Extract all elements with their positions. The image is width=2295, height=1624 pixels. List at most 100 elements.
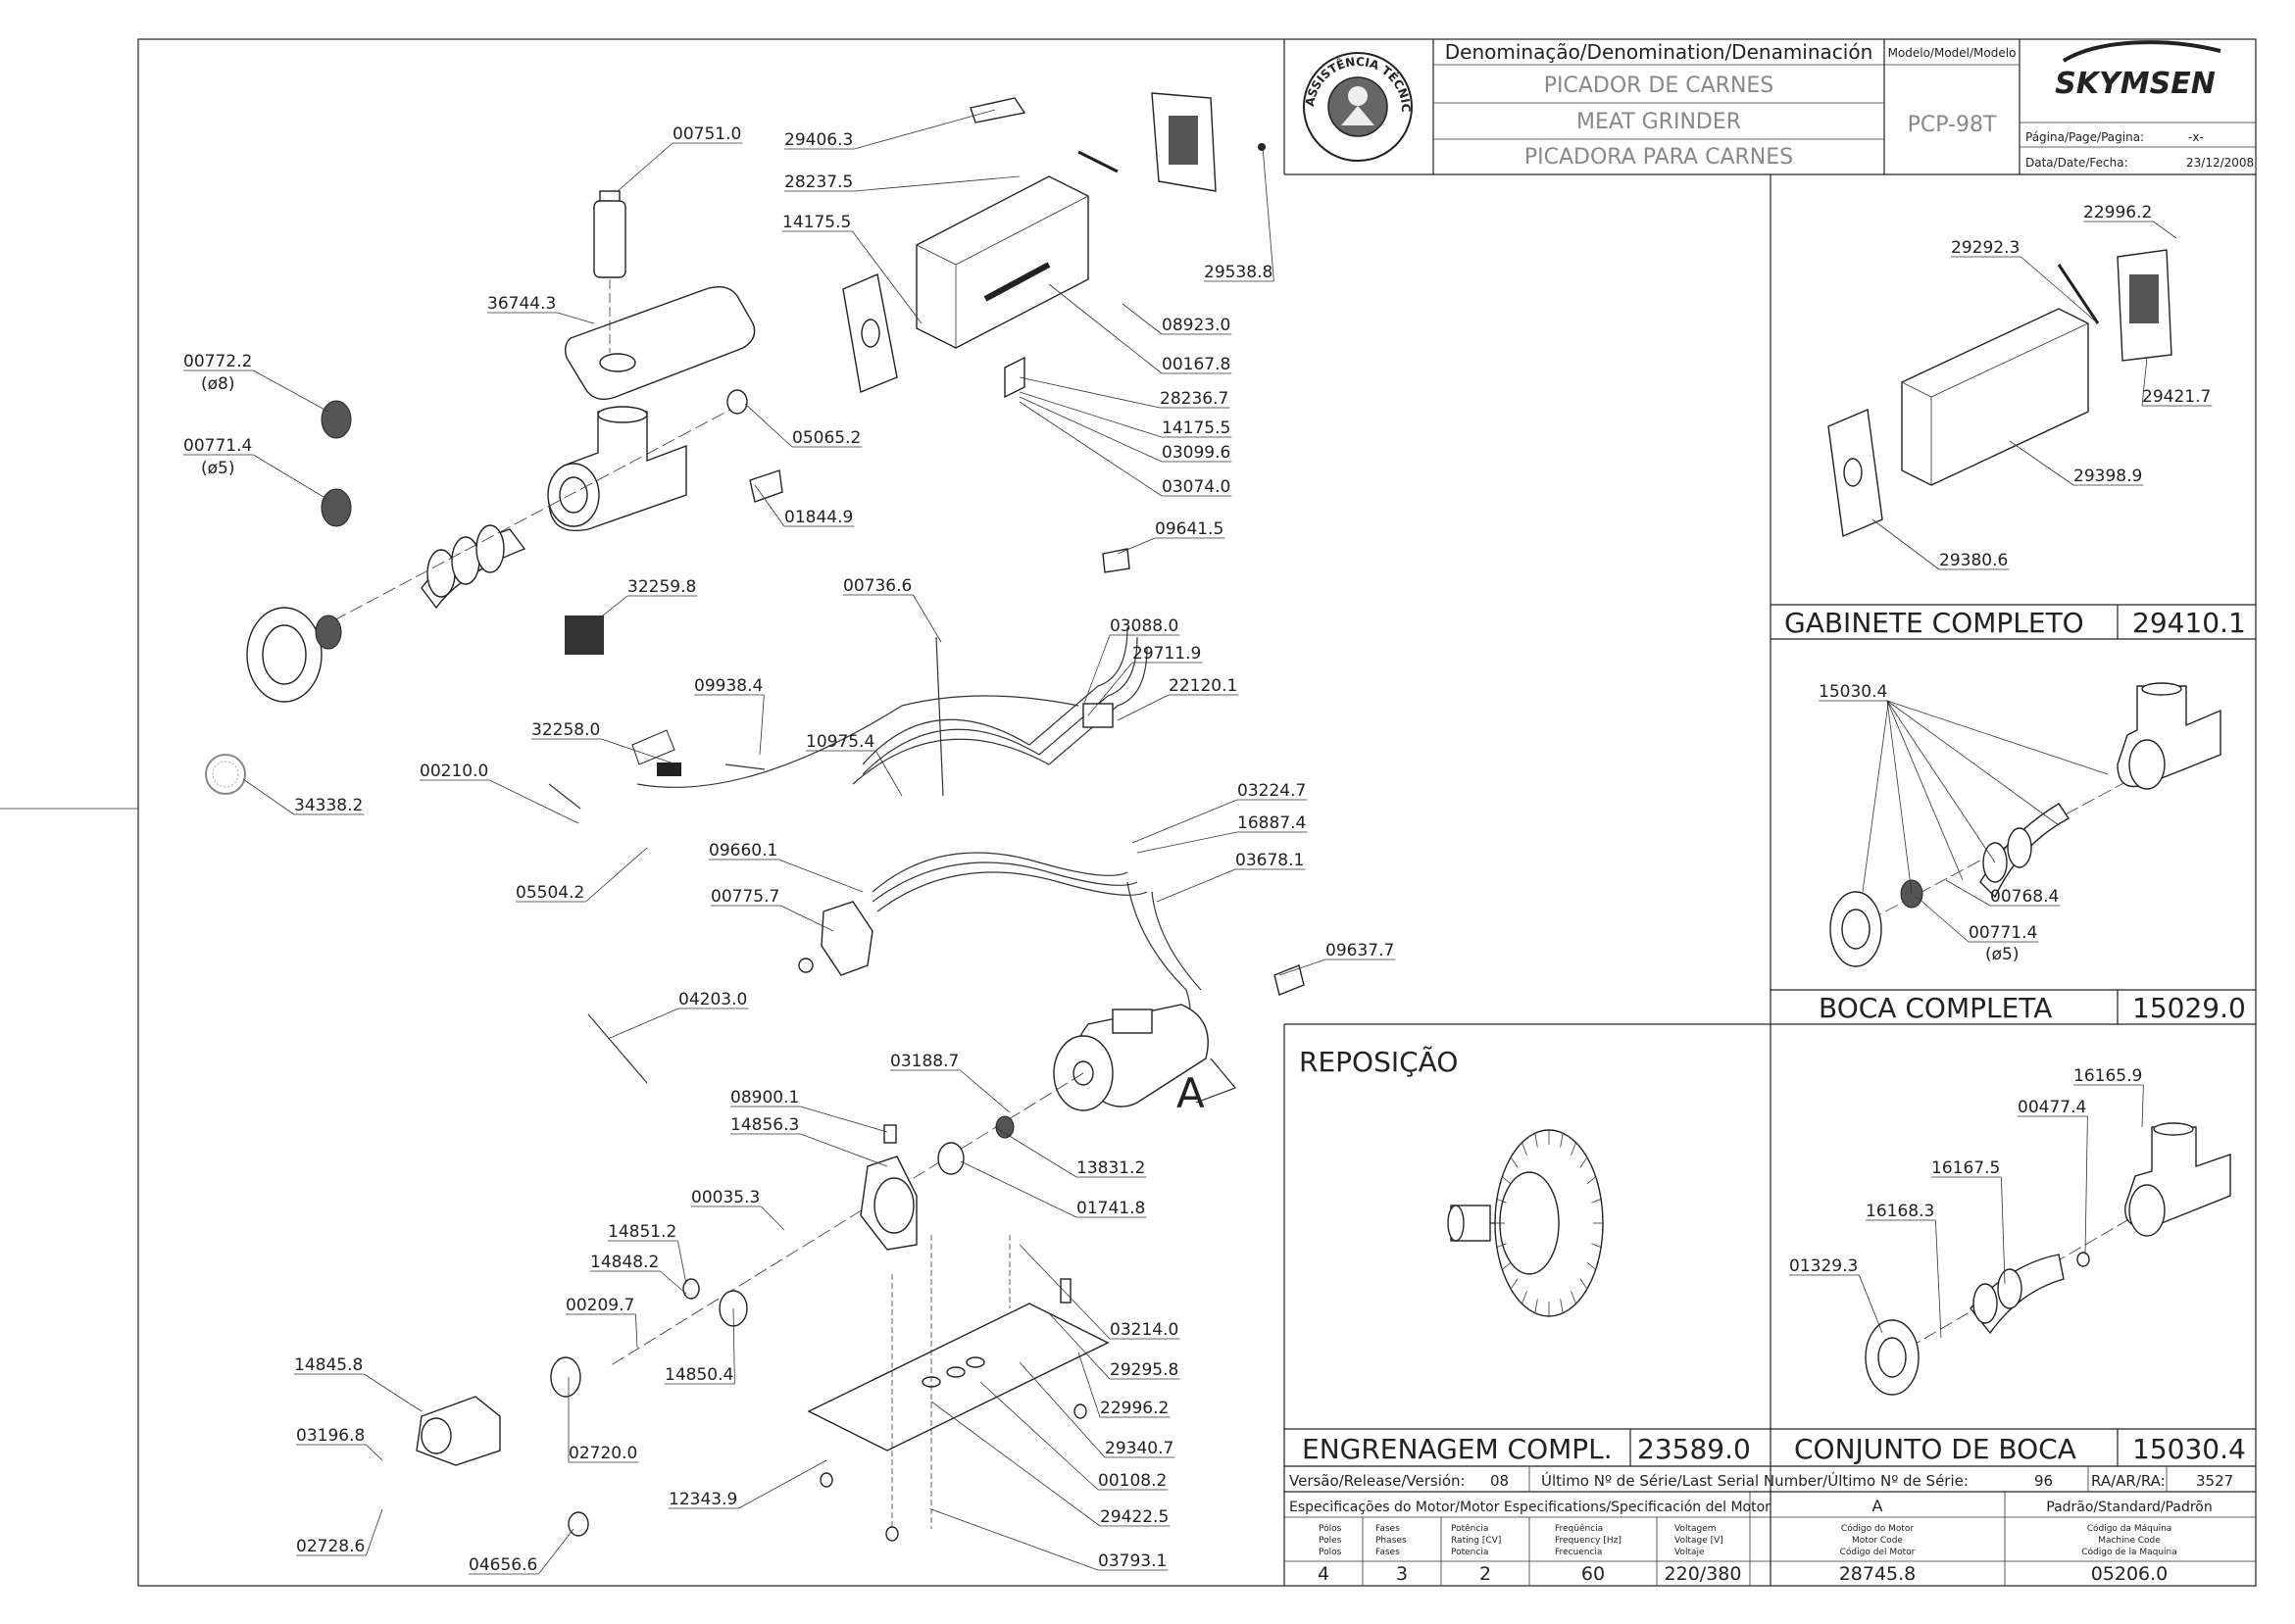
header-machine-code-pt: Código da Máquina (2087, 1523, 2172, 1534)
set-part-leader-line (1859, 1274, 1883, 1334)
ra-value: 3527 (2196, 1472, 2233, 1490)
part-label: 32259.8 (627, 577, 696, 597)
gear-tooth (1502, 1176, 1512, 1185)
mouth-fan-leader-line (1886, 700, 2060, 826)
mouth-part-label: 00768.4 (1990, 887, 2059, 907)
mouth-part-leader-line (1916, 896, 1970, 943)
grinding-plate-5-icon (321, 488, 352, 527)
part-leader-line (677, 1240, 687, 1285)
part-label: 14175.5 (1162, 418, 1230, 438)
mouth-set-code: 15030.4 (2132, 1433, 2246, 1465)
header-voltage-pt: Voltagem (1674, 1524, 1717, 1534)
part-leader-line (759, 694, 765, 756)
part-leader-line (778, 859, 864, 893)
gear-tooth (1560, 1133, 1564, 1148)
part-label: 03074.0 (1162, 477, 1230, 497)
part-label: 32258.0 (531, 720, 600, 740)
gear-tooth (1571, 1142, 1576, 1156)
part-leader-line (1048, 283, 1163, 374)
page-value: -x- (2188, 130, 2204, 144)
part-label: 03214.0 (1110, 1320, 1178, 1340)
part-leader-line (585, 847, 648, 903)
main-part-labels: 00751.036744.300772.2(ø8)00771.4(ø5)0506… (183, 109, 1396, 1575)
header-poles-es: Polos (1319, 1548, 1342, 1557)
part-leader-line (1019, 376, 1161, 409)
value-phases: 3 (1396, 1563, 1408, 1585)
part-leader-line (1122, 303, 1163, 335)
part-label: 05065.2 (792, 428, 861, 448)
cabinet-part-label: 22996.2 (2083, 203, 2152, 222)
part-label: (ø8) (201, 374, 234, 394)
set-part-label: 00477.4 (2018, 1098, 2086, 1117)
mouth-part-leader-line (1862, 700, 1889, 893)
part-leader-line (538, 1528, 574, 1575)
cabinet-part-leader-line (2141, 357, 2148, 407)
feed-tray-icon (564, 286, 756, 400)
part-label: 34338.2 (294, 796, 363, 815)
set-part-leader-line (1935, 1219, 1942, 1339)
date-label: Data/Date/Fecha: (2025, 156, 2128, 170)
seal-text: ASSISTÊNCIA TÉCNICA AUTORIZADA (0, 0, 1413, 113)
name-spanish: PICADORA PARA CARNES (1524, 145, 1793, 170)
part-leader-line (875, 750, 903, 797)
part-label: 28237.5 (784, 172, 853, 192)
set-part-label: 16167.5 (1931, 1158, 2000, 1178)
gear-tooth (1496, 1199, 1507, 1204)
part-leader-line (930, 1508, 1099, 1571)
part-label: 29422.5 (1100, 1507, 1169, 1527)
serial-label: Último Nº de Série/Last Serial Number/Úl… (1541, 1471, 1969, 1490)
part-leader-line (1131, 799, 1238, 844)
header-rating-es: Potencia (1451, 1548, 1488, 1557)
set-part-leader-line (2084, 1115, 2088, 1255)
model-code: PCP-98T (1908, 113, 1997, 137)
cabinet-part-leader-line (1871, 518, 1940, 570)
part-leader-line (1087, 662, 1133, 716)
part-leader-line (1082, 634, 1111, 707)
cabinet-part-leader-line (2009, 440, 2074, 486)
sub-assembly-captions: GABINETE COMPLETO 29410.1 BOCA COMPLETA … (1299, 607, 2246, 1465)
gear-tooth (1496, 1243, 1507, 1248)
set-part-label: 16165.9 (2073, 1066, 2142, 1086)
part-leader-line (364, 1373, 423, 1412)
gear-tooth (1510, 1156, 1519, 1168)
value-frequency: 60 (1581, 1563, 1605, 1585)
part-leader-line (253, 369, 329, 413)
part-label: 00771.4 (183, 436, 252, 456)
cabinet-complete-code: 29410.1 (2132, 607, 2246, 639)
part-label: 03088.0 (1110, 616, 1178, 636)
part-label: 01741.8 (1076, 1199, 1145, 1218)
part-label: 29406.3 (784, 130, 853, 150)
main-exploded-view: A (205, 92, 1305, 1542)
part-leader-line (744, 403, 793, 448)
part-leader-line (732, 1307, 735, 1385)
part-label: 00108.2 (1098, 1471, 1167, 1491)
part-leader-line (761, 1206, 785, 1231)
ra-label: RA/AR/RA: (2091, 1472, 2166, 1490)
mouth-complete-view (1829, 682, 2221, 967)
part-label: 16887.4 (1237, 813, 1306, 833)
part-label: 03793.1 (1098, 1551, 1167, 1571)
header-phases-en: Phases (1375, 1536, 1407, 1546)
part-label: 14848.2 (590, 1253, 659, 1272)
sheet-frame (0, 38, 2257, 1587)
header-voltage-es: Voltaje (1674, 1548, 1705, 1557)
part-leader-line (253, 454, 329, 501)
gear-tooth (1560, 1299, 1564, 1313)
gear-tooth (1510, 1278, 1519, 1290)
cabinet-part-label: 29421.7 (2142, 387, 2211, 407)
part-leader-line (607, 1008, 679, 1040)
set-part-leader-line (2001, 1176, 2006, 1285)
part-leader-line (1278, 959, 1326, 976)
mouth-part-label: 15030.4 (1819, 682, 1887, 702)
detail-letter-a: A (1176, 1069, 1205, 1117)
part-leader-line (930, 1401, 1101, 1527)
part-label: 00736.6 (843, 576, 912, 596)
part-leader-line (1019, 1361, 1106, 1458)
set-part-label: 16168.3 (1866, 1202, 1934, 1221)
cabinet-part-label: 29398.9 (2073, 467, 2142, 486)
mouth-set-view (1865, 1122, 2231, 1396)
